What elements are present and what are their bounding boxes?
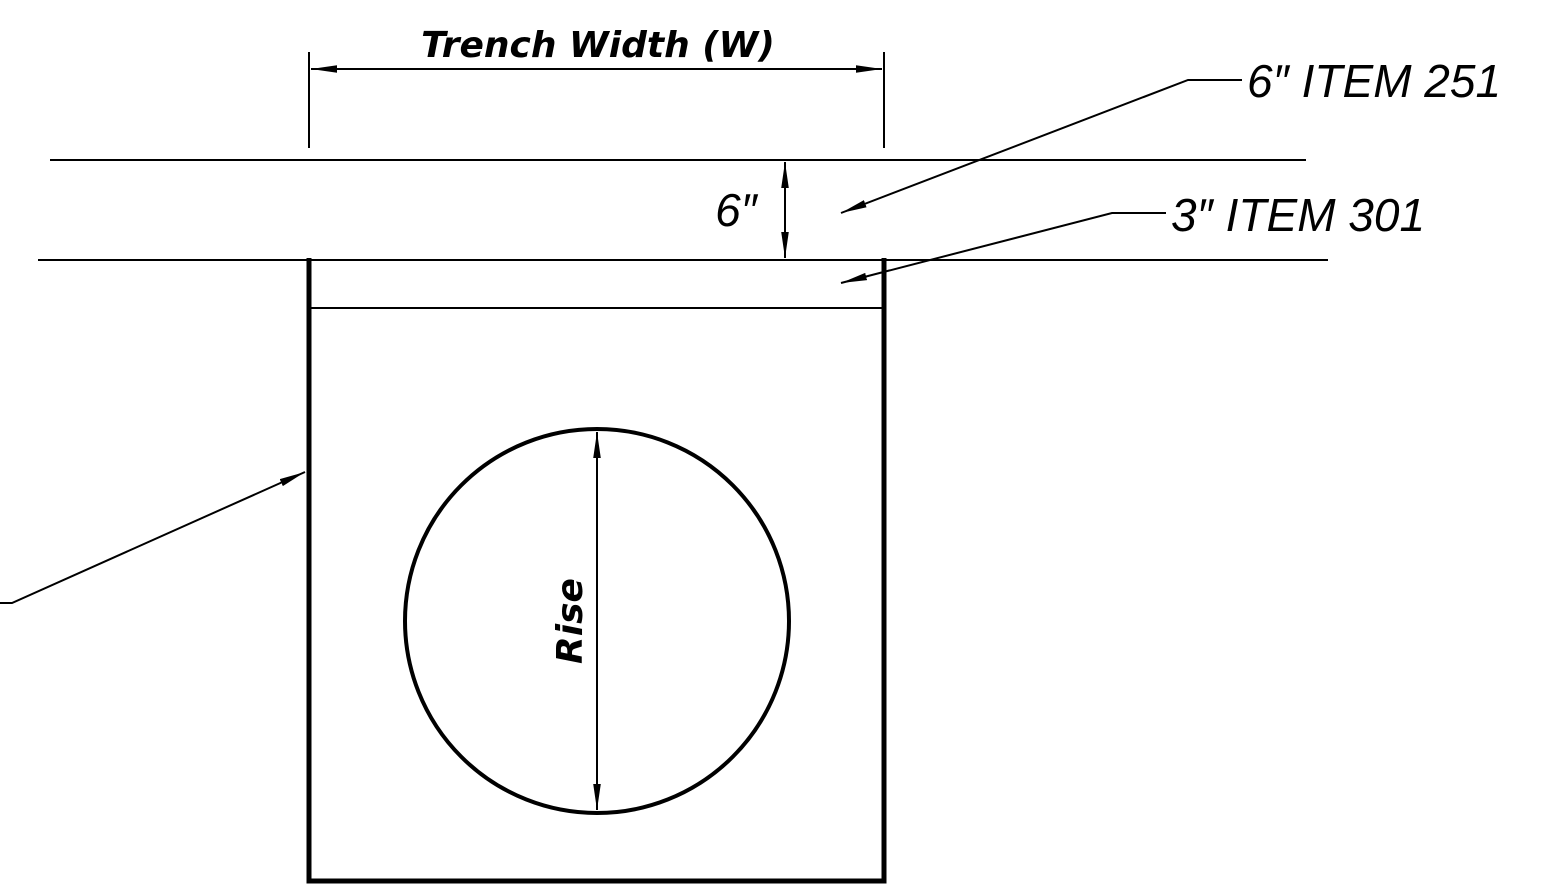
item-251-label: 6″ ITEM 251 (1247, 55, 1501, 107)
item-301-callout: 3″ ITEM 301 (840, 189, 1425, 284)
pipe-circle (403, 427, 791, 815)
item-251-leader (840, 79, 1242, 214)
trench-width-label: Trench Width (W) (421, 25, 775, 66)
item-301-label: 3″ ITEM 301 (1171, 189, 1425, 241)
trench-walls (306, 258, 887, 884)
pipe-section: Rise (403, 427, 791, 815)
trench-outline (306, 258, 887, 884)
trench-wall-leader (0, 471, 306, 604)
item-301-leader (840, 212, 1166, 284)
trench-width-dimension: Trench Width (W) (308, 25, 885, 148)
pavement-depth-dimension: 6″ (715, 162, 789, 258)
rise-label: Rise (550, 578, 591, 664)
item-251-callout: 6″ ITEM 251 (840, 55, 1501, 214)
pavement-depth-label: 6″ (715, 184, 759, 236)
